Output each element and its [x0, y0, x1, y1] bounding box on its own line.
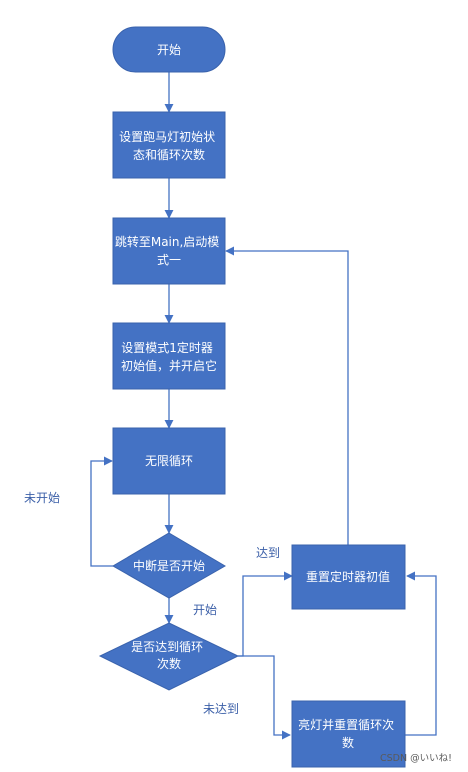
edge-reached-to-reset [238, 571, 293, 657]
node-jump [112, 217, 226, 285]
node-check-start-text: 中断是否开始 [133, 558, 205, 573]
label-not-reached: 未达到 [203, 702, 239, 716]
node-check-count-line-2: 次数 [157, 656, 181, 671]
label-not-started: 未开始 [24, 491, 60, 505]
node-check-count-line-1: 是否达到循环 [131, 640, 203, 654]
node-light-reset [291, 700, 406, 768]
node-reset-timer [291, 544, 406, 610]
node-light-reset-text: 亮灯并重置循环次 数 [298, 717, 398, 750]
node-loop-line-1: 无限循环 [145, 454, 193, 468]
node-timer-line-1: 设置模式1定时器 [121, 340, 213, 355]
node-timer-text: 设置模式1定时器 初始值，并开启它 [121, 340, 217, 373]
edge-light-to-reset [405, 571, 437, 736]
node-start [112, 26, 226, 73]
node-init-line-2: 态和循环次数 [133, 147, 205, 162]
node-check-count-text: 是否达到循环 次数 [131, 640, 207, 671]
node-timer [112, 322, 226, 390]
edge-reset-to-jump [225, 246, 349, 545]
node-check-start-line-1: 中断是否开始 [133, 558, 205, 573]
node-init-text: 设置跑马灯初始状 态和循环次数 [119, 130, 219, 162]
node-reset-timer-text: 重置定时器初值 [306, 569, 390, 584]
node-init [112, 111, 226, 179]
node-start-line-1: 开始 [157, 43, 181, 57]
watermark-text: CSDN @いいね! [380, 753, 452, 764]
node-start-text: 开始 [157, 43, 181, 57]
node-jump-line-2: 式一 [157, 253, 181, 267]
node-loop-text: 无限循环 [145, 454, 193, 468]
node-light-reset-line-1: 亮灯并重置循环次 [298, 717, 394, 732]
label-reached: 达到 [256, 546, 280, 560]
node-light-reset-line-2: 数 [342, 735, 354, 750]
node-init-line-1: 设置跑马灯初始状 [119, 130, 215, 144]
node-reset-timer-line-1: 重置定时器初值 [306, 569, 390, 584]
node-timer-line-2: 初始值，并开启它 [121, 358, 217, 373]
edge-not-started-loopback [90, 456, 113, 567]
node-jump-text: 跳转至Main,启动模 式一 [115, 234, 223, 267]
label-started: 开始 [193, 603, 217, 617]
node-check-count [98, 622, 240, 691]
edge-not-reached-to-light [238, 655, 291, 740]
node-jump-line-1: 跳转至Main,启动模 [115, 234, 219, 249]
node-loop [112, 427, 226, 495]
node-check-start [112, 532, 226, 599]
